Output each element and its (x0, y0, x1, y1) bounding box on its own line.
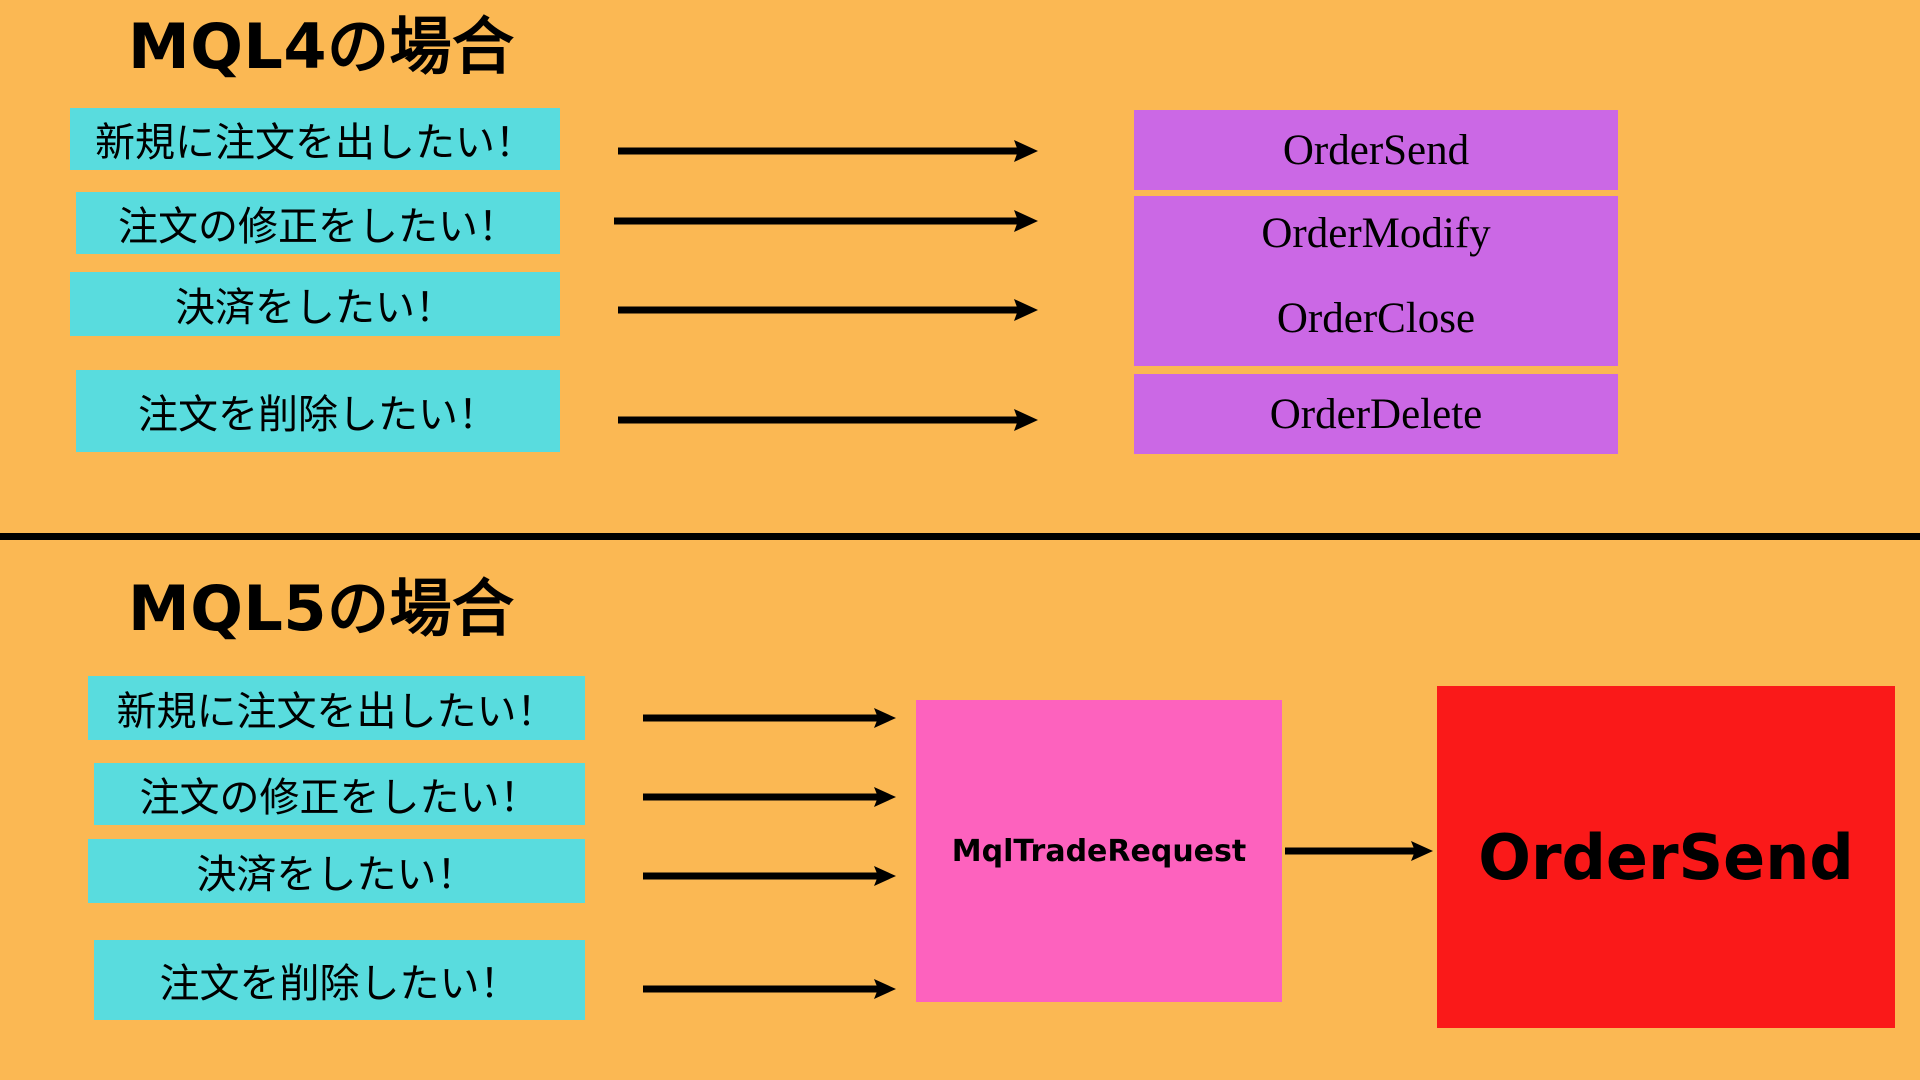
mql4-function-box-order-send: OrderSend (1134, 110, 1618, 190)
mql4-function-box-order-close: OrderClose (1134, 270, 1618, 366)
mql4-arrow-to-order-modify (614, 210, 1038, 232)
mql5-input-box-modify-order: 注文の修正をしたい！ (94, 763, 585, 825)
mql5-arrow-delete-order-to-request (643, 978, 896, 1000)
mql5-arrow-close-order-to-request (643, 865, 896, 887)
mql4-arrow-to-order-close (618, 299, 1038, 321)
mql4-function-box-order-delete: OrderDelete (1134, 374, 1618, 454)
mql5-input-box-new-order: 新規に注文を出したい！ (88, 676, 585, 740)
mql4-section-title: MQL4の場合 (128, 10, 515, 83)
mql5-input-box-delete-order: 注文を削除したい！ (94, 940, 585, 1020)
mql4-arrow-to-order-delete (618, 409, 1038, 431)
mql5-request-struct-box: MqlTradeRequest (916, 700, 1282, 1002)
mql4-input-box-delete-order: 注文を削除したい！ (76, 370, 560, 452)
mql4-input-box-new-order: 新規に注文を出したい！ (70, 108, 560, 170)
mql4-input-box-modify-order: 注文の修正をしたい！ (76, 192, 560, 254)
mql5-section-title: MQL5の場合 (128, 572, 515, 645)
mql5-function-box-order-send: OrderSend (1437, 686, 1895, 1028)
section-divider (0, 533, 1920, 540)
mql5-arrow-request-to-order-send (1285, 840, 1433, 862)
mql5-input-box-close-order: 決済をしたい！ (88, 839, 585, 903)
mql5-arrow-new-order-to-request (643, 707, 896, 729)
mql4-function-box-order-modify: OrderModify (1134, 196, 1618, 270)
mql5-arrow-modify-order-to-request (643, 786, 896, 808)
mql4-input-box-close-order: 決済をしたい！ (70, 272, 560, 336)
mql4-arrow-to-order-send (618, 140, 1038, 162)
